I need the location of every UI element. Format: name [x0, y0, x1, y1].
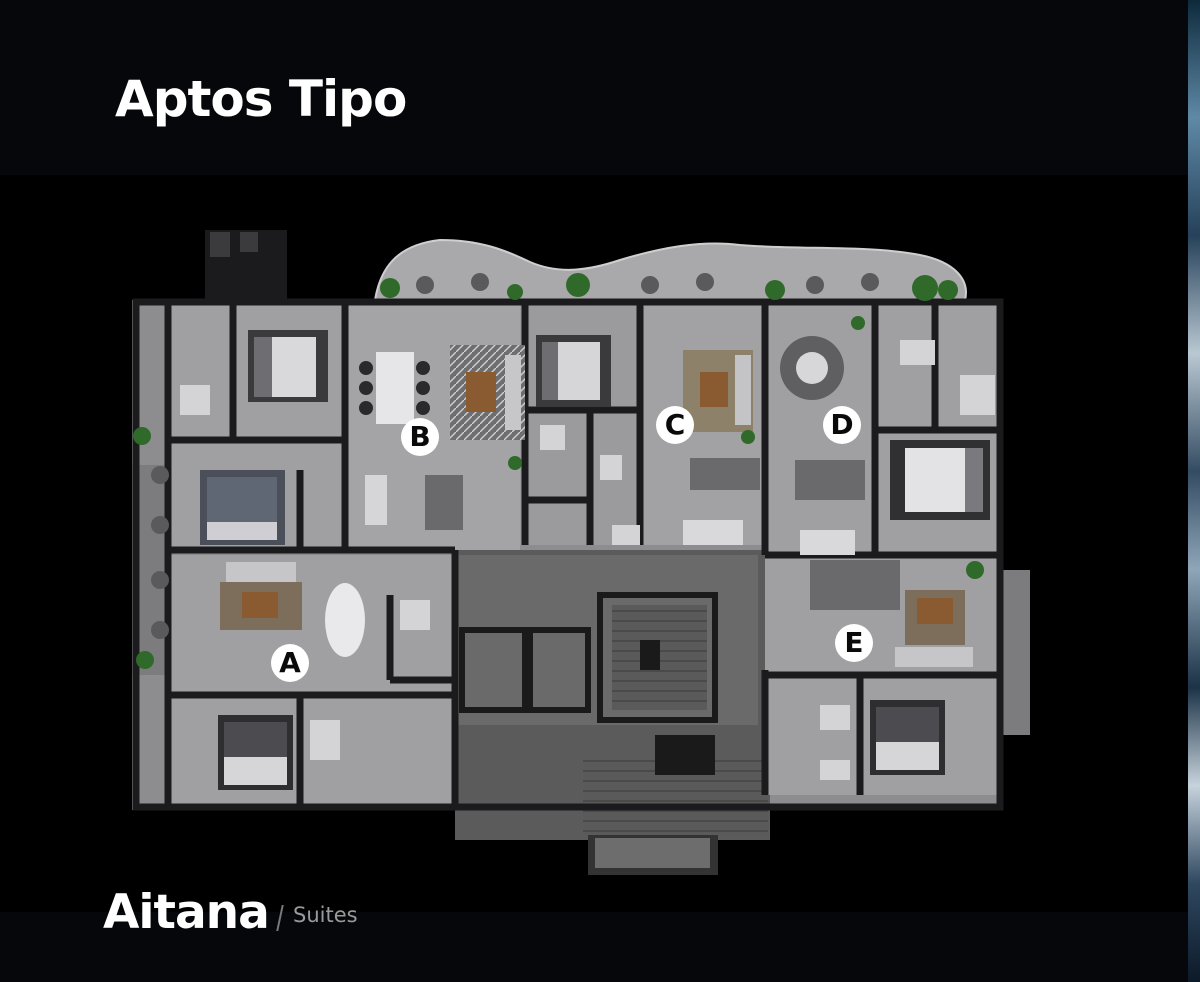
header-band — [0, 0, 1188, 175]
brand-tagline: Suites — [293, 903, 358, 927]
terrace-chairs — [151, 273, 879, 639]
bed-unit-e — [870, 700, 945, 775]
dining-unit-b — [359, 352, 430, 424]
living-unit-c — [683, 350, 753, 432]
bed-unit-c — [536, 335, 611, 407]
terrace-planters — [133, 273, 984, 669]
unit-marker-d[interactable]: D — [823, 406, 861, 444]
furniture — [133, 273, 995, 790]
edge-photo-strip — [1188, 0, 1200, 982]
living-unit-b — [450, 345, 525, 440]
brand-logo: Aitana — [103, 885, 270, 940]
bed-unit-b — [248, 330, 328, 402]
dining-unit-a — [325, 583, 365, 657]
page-title: Aptos Tipo — [115, 70, 407, 128]
unit-marker-a[interactable]: A — [271, 644, 309, 682]
bed-unit-a-master — [200, 470, 285, 545]
unit-marker-c[interactable]: C — [656, 406, 694, 444]
walls — [132, 298, 1004, 811]
bathrooms — [180, 340, 995, 780]
unit-marker-b[interactable]: B — [401, 418, 439, 456]
bed-unit-a — [218, 715, 293, 790]
lounge-unit-d — [780, 336, 844, 400]
building-core — [458, 555, 758, 775]
bed-unit-d — [890, 440, 990, 520]
living-unit-e — [895, 590, 973, 667]
kitchens — [365, 458, 900, 610]
footer-band — [0, 912, 1188, 982]
living-unit-a — [220, 562, 302, 630]
unit-marker-e[interactable]: E — [835, 624, 873, 662]
